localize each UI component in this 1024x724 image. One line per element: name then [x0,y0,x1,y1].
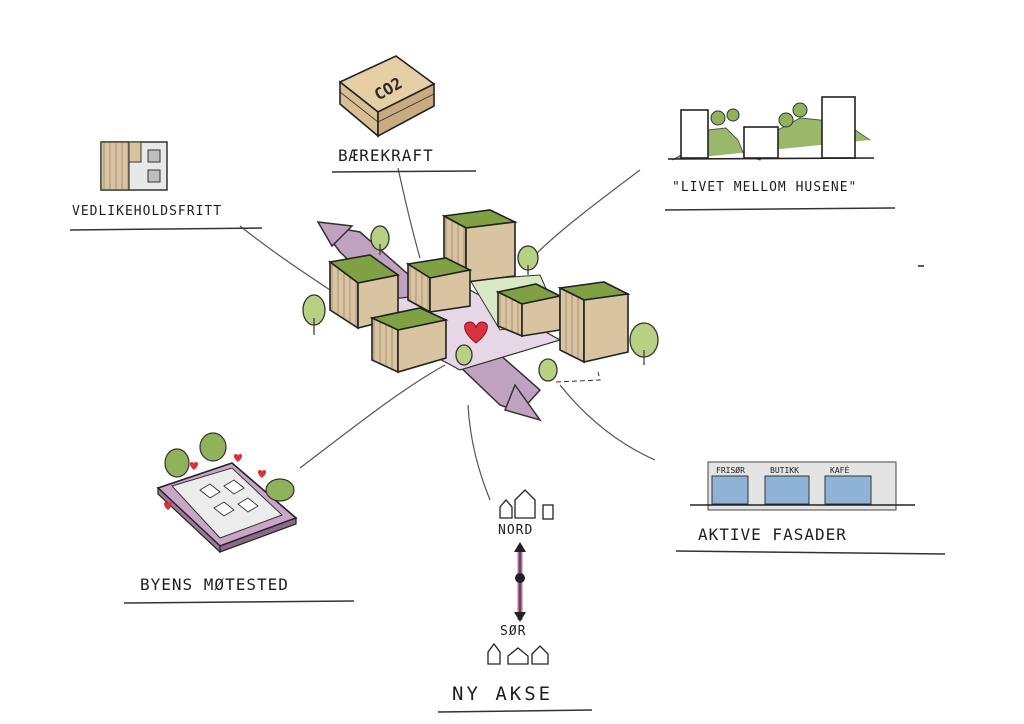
connector-lines [239,167,656,501]
label-sor: SØR [500,624,527,639]
tree-icons [302,225,659,382]
street-section-icon [667,96,875,161]
label-ny-akse: NY AKSE [452,683,554,705]
label-vedlikeholdsfritt: VEDLIKEHOLDSFRITT [72,204,223,219]
underline-vedlikehold [69,227,263,231]
central-cluster [302,209,659,422]
label-aktive-fasader: AKTIVE FASADER [698,525,847,544]
label-byens-motested: BYENS MØTESTED [140,575,289,594]
label-baerekraft: BÆREKRAFT [338,146,434,165]
shop-sign-kafe: KAFÉ [830,466,850,475]
heart-icon [464,321,488,344]
underline-baerekraft [331,170,477,173]
label-livet-mellom-husene: "LIVET MELLOM HUSENE" [672,180,858,195]
label-nord: NORD [498,523,534,538]
facade-icon [100,141,168,191]
shopfront-icon [690,461,915,511]
underline-byens [123,600,355,604]
compass-houses-south [487,642,549,665]
underline-livet [664,207,896,211]
underline-ny-akse [437,709,593,713]
plaza-icon [156,432,298,554]
co2-block-icon: CO2 [338,55,436,138]
shop-sign-frisor: FRISØR [716,466,745,475]
compass-axis [514,542,526,622]
shop-sign-butikk: BUTIKK [770,466,799,475]
underline-aktive [675,550,946,555]
compass-houses-north [499,489,554,520]
